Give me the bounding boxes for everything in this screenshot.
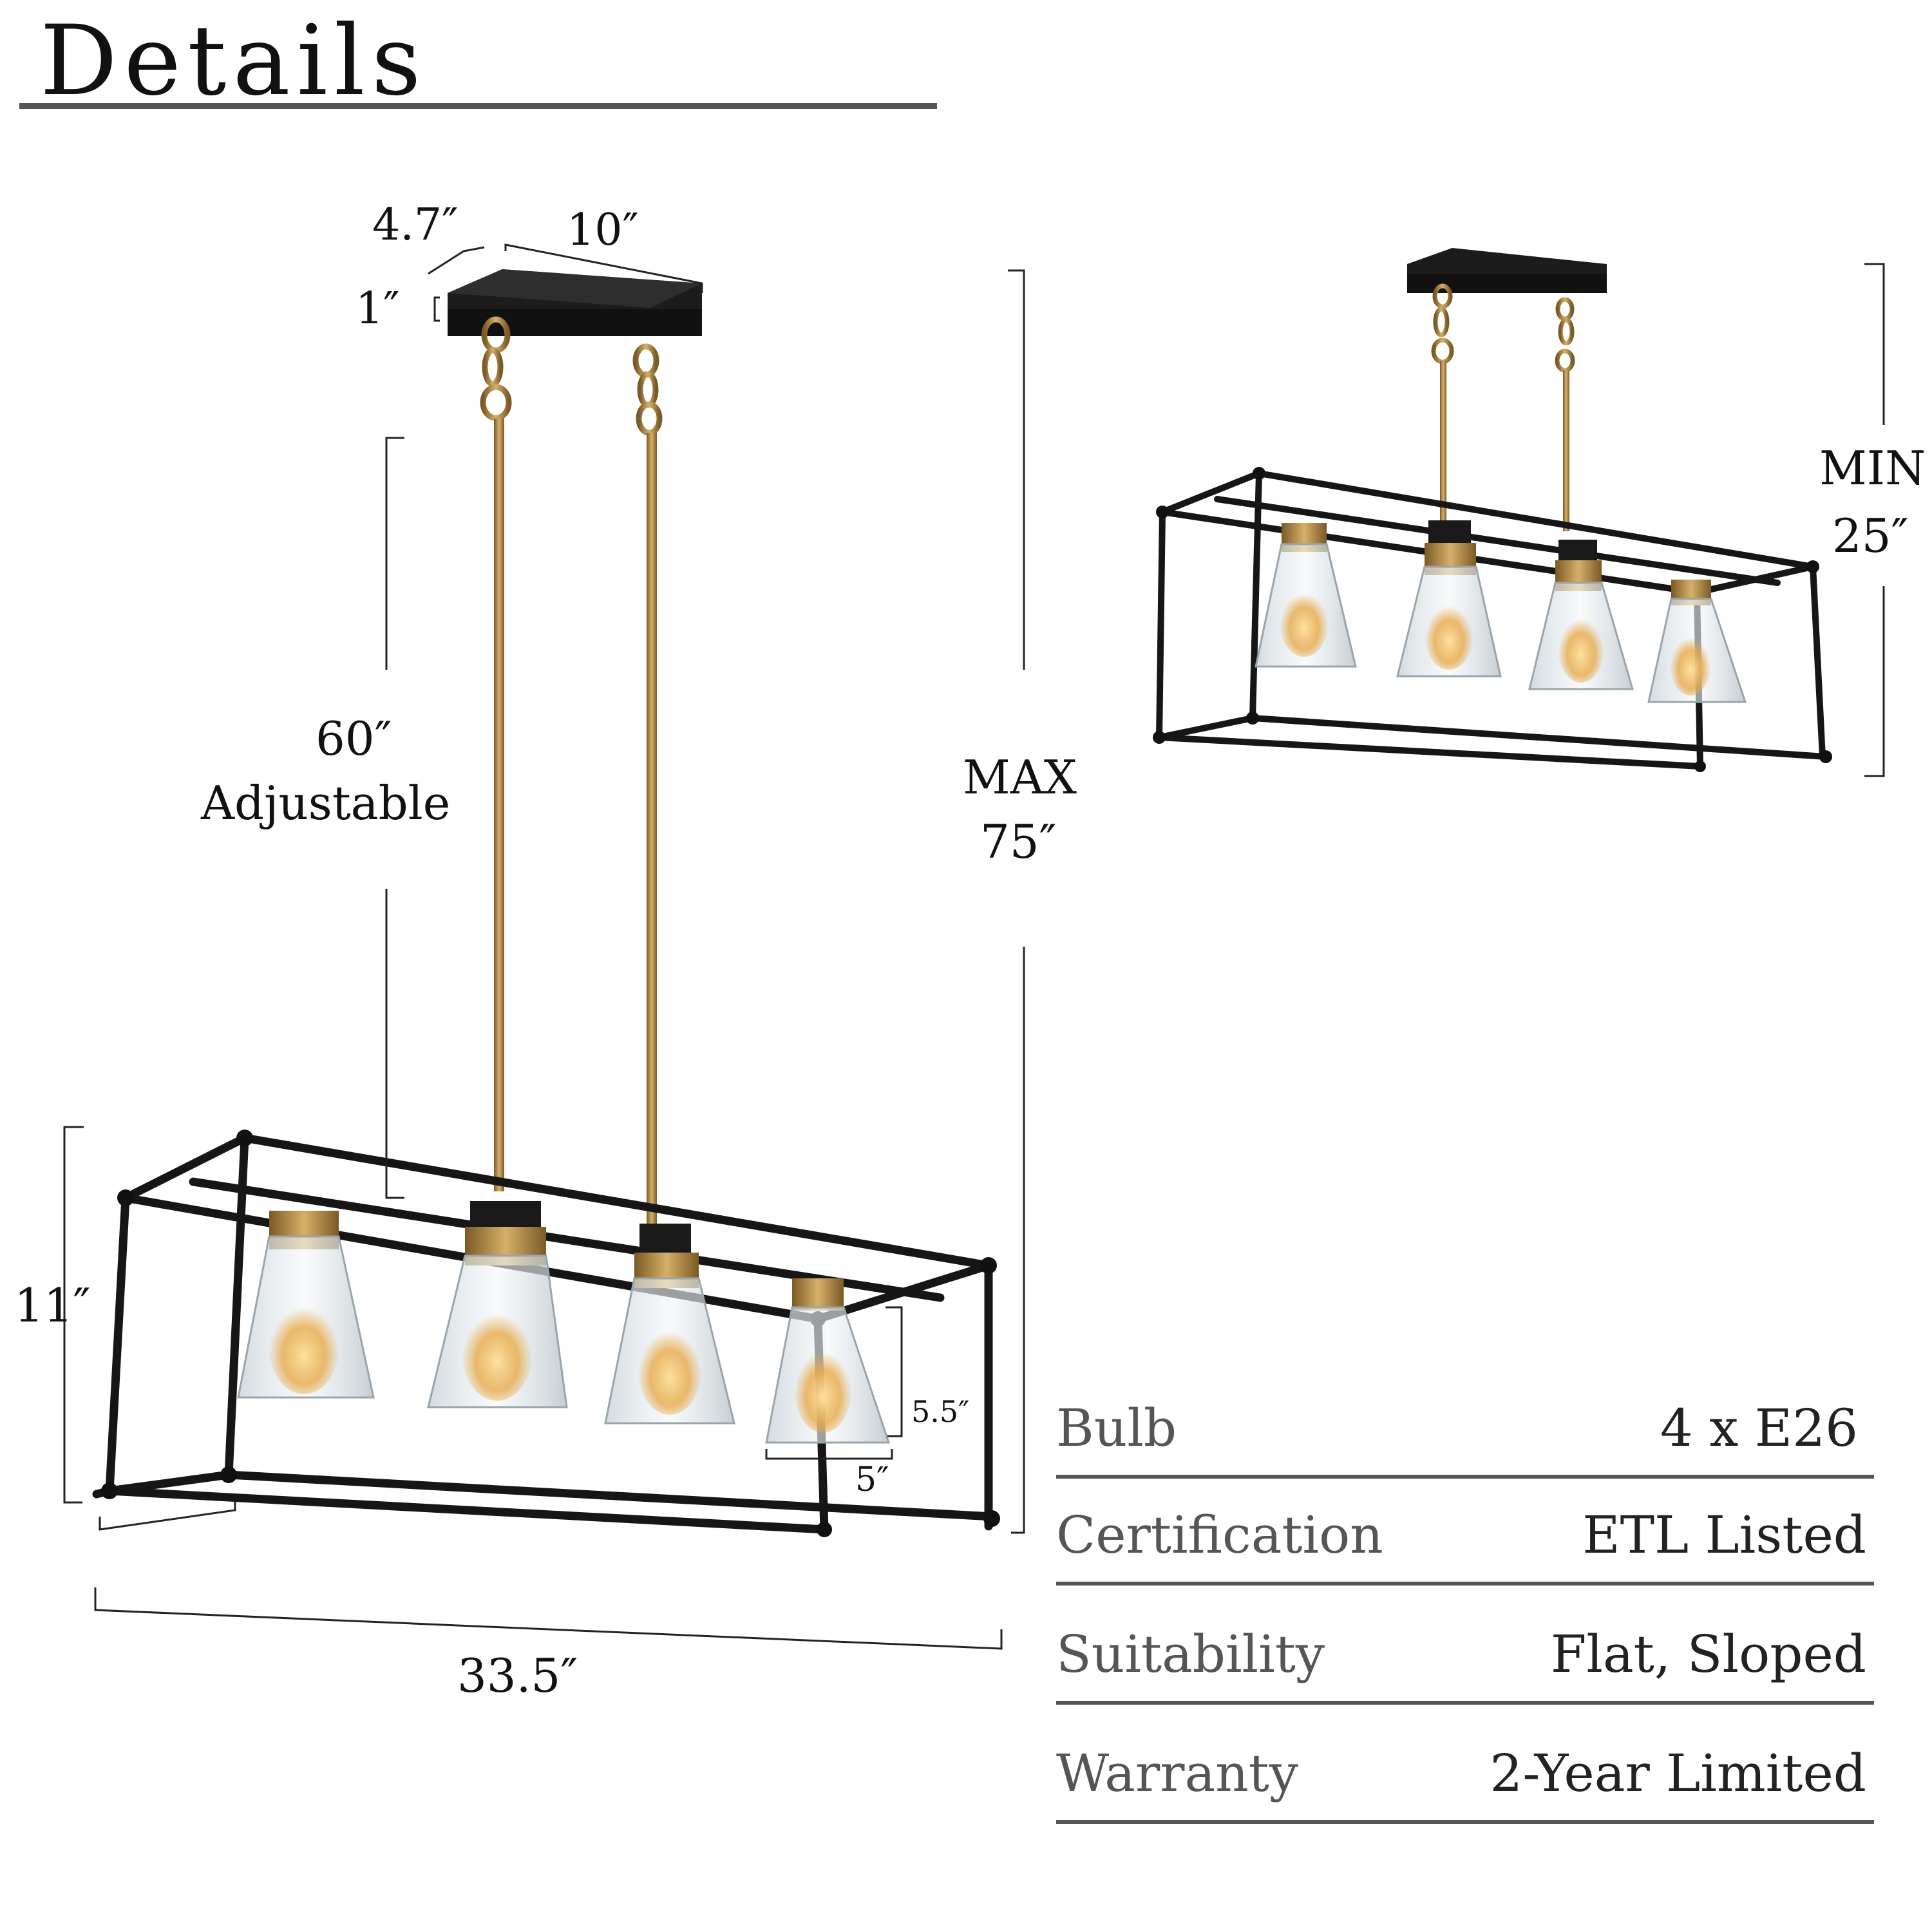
dim-adjustable-label: Adjustable — [201, 776, 451, 830]
dim-shade-height: 5.5″ — [911, 1394, 970, 1429]
spec-row-suitability: Suitability Flat, Sloped — [1056, 1586, 1874, 1705]
pendant-4 — [765, 1278, 891, 1444]
dim-length: 33.5″ — [457, 1649, 578, 1703]
spec-row-certification: Certification ETL Listed — [1056, 1479, 1874, 1586]
dim-height: 11″ — [14, 1278, 91, 1332]
spec-label: Warranty — [1056, 1743, 1299, 1803]
spec-label: Certification — [1056, 1505, 1383, 1565]
spec-divider — [1056, 1475, 1874, 1479]
spec-row-bulb: Bulb 4 x E26 — [1056, 1372, 1874, 1479]
dim-max-label: MAX — [963, 750, 1077, 804]
spec-divider — [1056, 1582, 1874, 1586]
dim-adjustable-value: 60″ — [316, 712, 392, 766]
spec-value: ETL Listed — [1582, 1505, 1866, 1565]
spec-value: 2-Year Limited — [1490, 1743, 1866, 1803]
spec-value: 4 x E26 — [1660, 1398, 1858, 1458]
rod-left — [494, 419, 504, 1191]
dim-canopy-width: 10″ — [567, 205, 639, 256]
dim-depth: 4.7″ — [372, 200, 459, 251]
chain-left — [480, 316, 512, 421]
dim-min-label: MIN — [1819, 441, 1926, 495]
dim-shade-width: 5″ — [855, 1461, 889, 1499]
dimension-lines — [63, 243, 1885, 1650]
min-fixture — [1153, 248, 1832, 772]
spec-label: Suitability — [1056, 1624, 1325, 1684]
dim-max-value: 75″ — [980, 815, 1057, 869]
dim-min-value: 25″ — [1832, 509, 1909, 563]
spec-value: Flat, Sloped — [1550, 1624, 1866, 1684]
spec-label: Bulb — [1056, 1398, 1177, 1458]
main-fixture — [92, 269, 1000, 1537]
spec-divider — [1056, 1820, 1874, 1824]
pendant-2 — [427, 1201, 568, 1408]
dim-canopy-height: 1″ — [355, 283, 400, 334]
rod-right — [647, 433, 657, 1225]
pendant-1 — [237, 1211, 375, 1399]
spec-row-warranty: Warranty 2-Year Limited — [1056, 1705, 1874, 1824]
page-title: Details — [40, 5, 428, 117]
title-underline — [19, 103, 937, 109]
spec-divider — [1056, 1701, 1874, 1705]
pendant-3 — [604, 1224, 735, 1425]
chain-right — [632, 343, 663, 436]
